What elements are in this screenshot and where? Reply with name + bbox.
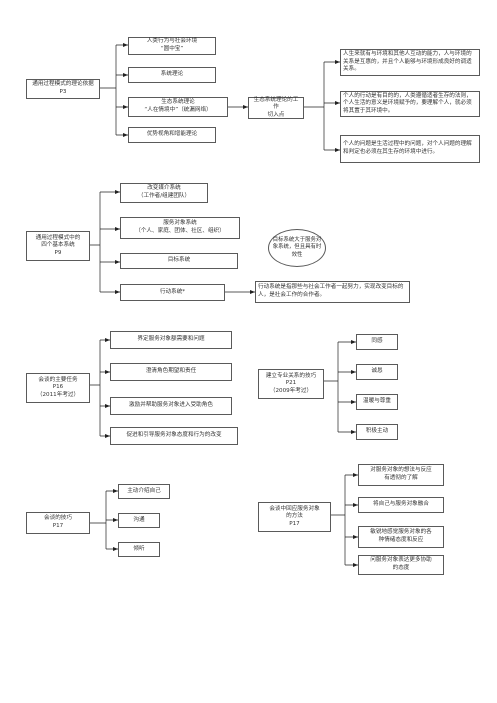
response-sense-emotions: 敏锐地感觉服务对象的各 种情绪态度和反应 [358, 526, 444, 548]
root-relationship-skills: 建立专业关系的技巧 P21 （2009年考过） [258, 369, 324, 399]
theory-human-behavior: 人类行为与社会环境 “圆中宝” [128, 37, 216, 55]
root-four-systems: 通用过程模式中的 四个基本系统 P9 [26, 231, 90, 261]
ecosystem-entry-point: 生态系统理论的工作 切入点 [248, 97, 304, 119]
eco-point-1: 人生来就有与环境和其他人互动的能力，人与环境的关系是互惠的，并且个人能够与环境形… [340, 49, 480, 76]
task-clarify-roles: 澄清角色期望和责任 [110, 363, 232, 381]
theory-ecosystem: 生态系统理论 “人在情境中”（统漏网络） [128, 97, 228, 117]
root-theory-basis: 通用过程模式的理论依据 P3 [26, 79, 100, 99]
system-client: 服务对象系统 （个人、家庭、团体、社区、组织） [120, 217, 240, 239]
skill-sincerity: 诚恳 [356, 364, 398, 380]
skill-empathy: 同感 [356, 334, 398, 350]
system-action: 行动系统* [120, 284, 225, 301]
theory-systems: 系统理论 [128, 67, 216, 83]
root-response-methods: 会谈中回应服务对象 的方法 P17 [258, 502, 331, 532]
skill-listen: 倾听 [118, 542, 160, 557]
task-motivate-client: 激励并帮助服务对象进入受助角色 [110, 397, 232, 415]
response-merge: 将自己与服务对象融合 [358, 497, 444, 513]
skill-communicate: 沟通 [118, 513, 160, 528]
action-system-description: 行动系统是指那些与社会工作者一起努力，实现改变目标的人，是社会工作的合作者。 [255, 281, 410, 303]
system-target: 目标系统 [120, 253, 238, 269]
skill-proactive: 积极主动 [356, 424, 398, 440]
system-change-agent: 改变媒介系统 （工作者/组建团队） [120, 183, 208, 203]
skill-warmth-respect: 温暖与尊重 [356, 394, 398, 410]
task-define-needs: 界定服务对象额需要和问题 [110, 331, 232, 349]
skill-self-intro: 主动介绍自己 [118, 484, 170, 499]
task-promote-change: 促进和引导服务对象态度和行为的改变 [110, 427, 238, 445]
response-offer-help: 问服务对象表达更多协助 的态度 [358, 555, 444, 575]
eco-point-3: 个人的问题是生活过程中的问题，对个人问题的理解和判定也必须在其生存的环境中进行。 [340, 135, 480, 163]
root-interview-tasks: 会谈的主要任务 P16 （2011年考过） [26, 373, 90, 403]
target-vs-client-note: 目标系统大于服务对象系统，但且具有时效性 [268, 229, 326, 267]
eco-point-2: 个人的行动是有目的的，人类遵循适者生存的法则，个人生活的意义是环境赋予的，要理解… [340, 91, 480, 117]
response-understand: 对服务对象的想法与反应 有透彻的了解 [358, 464, 444, 486]
theory-strengths: 优势视角和增能理论 [128, 127, 216, 143]
root-interview-skills: 会谈的技巧 P17 [26, 512, 90, 534]
